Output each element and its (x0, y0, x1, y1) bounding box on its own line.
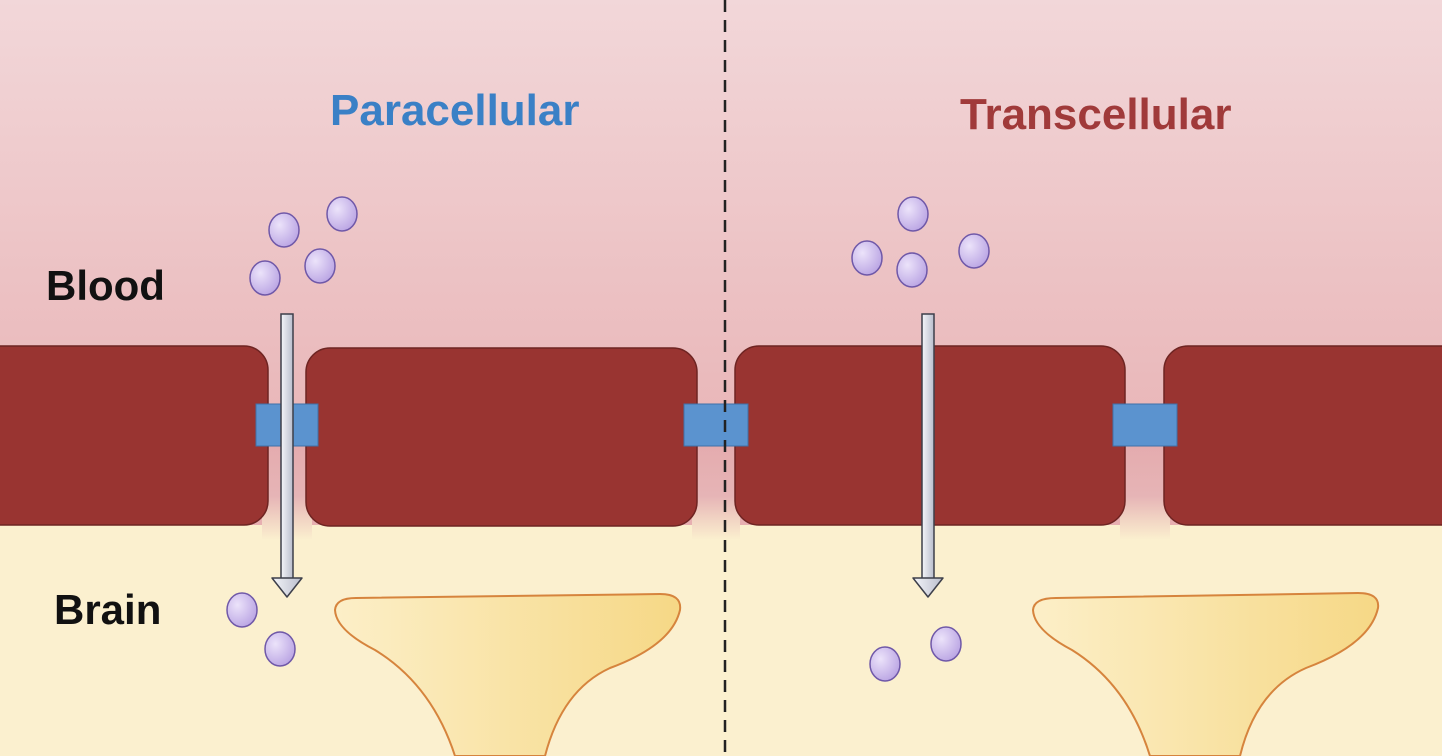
molecule (896, 252, 928, 288)
molecule (869, 646, 901, 682)
endothelial-cell (305, 347, 698, 527)
molecule-group-blood-paracellular (249, 196, 358, 296)
molecule (226, 592, 258, 628)
molecule (326, 196, 358, 232)
molecule (268, 212, 300, 248)
astrocyte-endfoot (333, 592, 682, 756)
brain-label: Brain (54, 586, 162, 633)
molecule (249, 260, 281, 296)
astrocyte-endfoot (1031, 591, 1380, 756)
intercellular-gap (692, 430, 740, 540)
molecule-group-brain-paracellular (226, 592, 296, 667)
molecule-group-blood-transcellular (851, 196, 990, 288)
tight-junction (1112, 403, 1178, 447)
paracellular-arrow (271, 313, 303, 598)
molecule (897, 196, 929, 232)
transcellular-title: Transcellular (960, 90, 1232, 139)
molecule (304, 248, 336, 284)
molecule (851, 240, 883, 276)
molecule-group-brain-transcellular (869, 626, 962, 682)
endothelial-cell (1163, 345, 1442, 526)
molecule (264, 631, 296, 667)
transcellular-arrow (912, 313, 944, 598)
paracellular-title: Paracellular (330, 86, 580, 135)
endothelial-cell (0, 345, 269, 526)
molecule (958, 233, 990, 269)
tight-junction (683, 403, 749, 447)
intercellular-gap (1120, 430, 1170, 540)
molecule (930, 626, 962, 662)
blood-label: Blood (46, 262, 165, 309)
